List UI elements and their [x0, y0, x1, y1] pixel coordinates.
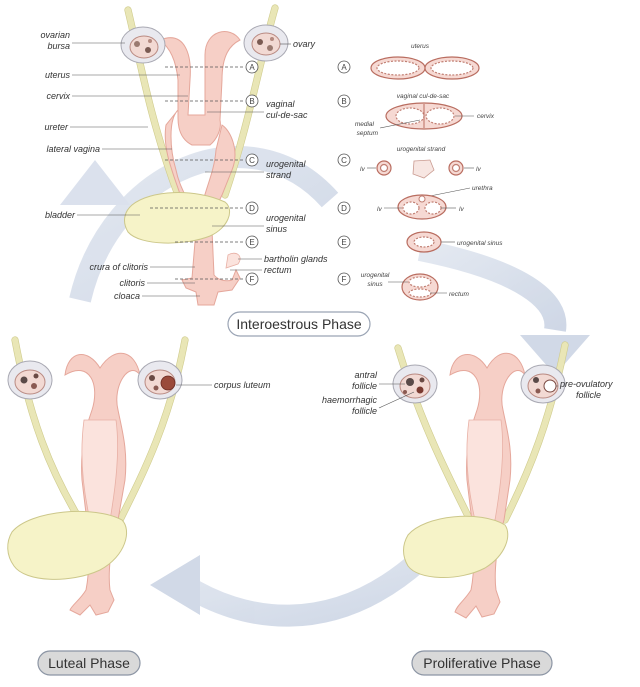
phase-label-luteal: Luteal Phase: [48, 655, 130, 671]
marker-f-tract: F: [250, 275, 255, 284]
label-rectum: rectum: [264, 265, 292, 275]
label-urogenital-strand-2: strand: [266, 170, 292, 180]
label-follicle-haemorrhagic: follicle: [352, 406, 377, 416]
label-uterus: uterus: [45, 70, 71, 80]
phase-label-proliferative: Proliferative Phase: [423, 655, 541, 671]
section-label-medial: medial: [355, 121, 375, 128]
label-follicle-pre-ovulatory: follicle: [576, 390, 601, 400]
label-cloaca: cloaca: [114, 291, 140, 301]
marker-d-tract: D: [249, 204, 255, 213]
label-haemorrhagic: haemorrhagic: [322, 395, 378, 405]
marker-c-section: C: [341, 156, 347, 165]
label-antral: antral: [354, 370, 378, 380]
label-ovarian: ovarian: [40, 30, 70, 40]
label-ureter: ureter: [44, 122, 69, 132]
phase-label-interoestrous: Interoestrous Phase: [236, 316, 362, 332]
label-bladder: bladder: [45, 210, 76, 220]
label-cervix: cervix: [46, 91, 70, 101]
tract-markers: A B C D E F: [245, 60, 259, 286]
label-vaginal: vaginal: [266, 99, 296, 109]
label-urogenital-sinus-2: sinus: [266, 224, 288, 234]
section-label-sinus-f: sinus: [367, 281, 383, 288]
label-urogenital-sinus-1: urogenital: [266, 213, 307, 223]
label-urogenital-strand-1: urogenital: [266, 159, 307, 169]
marker-c-tract: C: [249, 156, 255, 165]
marker-b-section: B: [341, 97, 346, 106]
section-label-lv-c-left: lv: [360, 166, 365, 173]
interoestrous-tract: [120, 4, 289, 306]
phase-pill-proliferative: Proliferative Phase: [411, 650, 553, 676]
phase-pill-interoestrous: Interoestrous Phase: [227, 311, 371, 337]
section-label-urogenital-sinus: urogenital sinus: [457, 240, 503, 247]
section-label-rectum: rectum: [449, 291, 469, 298]
right-labels: ovary vaginal cul-de-sac urogenital stra…: [205, 39, 328, 275]
luteal-labels: corpus luteum: [176, 380, 271, 390]
section-label-cervix: cervix: [477, 113, 495, 120]
cross-sections: A B C D E F uterus vaginal cul-de-sac ce…: [337, 43, 503, 301]
proliferative-tract: [392, 341, 569, 619]
section-label-septum: septum: [357, 130, 379, 137]
label-corpus-luteum: corpus luteum: [214, 380, 271, 390]
section-label-urogenital-f: urogenital: [361, 272, 390, 279]
left-labels: ovarian bursa uterus cervix ureter later…: [40, 30, 200, 301]
luteal-tract: [7, 336, 189, 616]
section-label-lv-c-right: lv: [476, 166, 481, 173]
section-label-urethra: urethra: [472, 185, 493, 192]
label-clitoris: clitoris: [119, 278, 145, 288]
marker-a-section: A: [341, 63, 347, 72]
marker-e-section: E: [341, 238, 346, 247]
section-label-uterus: uterus: [411, 43, 430, 50]
label-crura-of-clitoris: crura of clitoris: [89, 262, 148, 272]
marker-e-tract: E: [249, 238, 254, 247]
section-label-vaginal-cul-de-sac: vaginal cul-de-sac: [397, 93, 450, 100]
marker-a-tract: A: [249, 63, 255, 72]
cycle-arrow-icon: [60, 146, 590, 627]
phase-pill-luteal: Luteal Phase: [37, 650, 141, 676]
label-cul-de-sac: cul-de-sac: [266, 110, 308, 120]
marker-f-section: F: [342, 275, 347, 284]
label-pre-ovulatory: pre-ovulatory: [559, 379, 613, 389]
section-label-lv-d-left: lv: [377, 206, 382, 213]
label-lateral-vagina: lateral vagina: [46, 144, 100, 154]
label-bartholin-glands: bartholin glands: [264, 254, 328, 264]
marker-d-section: D: [341, 204, 347, 213]
label-ovary: ovary: [293, 39, 316, 49]
section-label-lv-d-right: lv: [459, 206, 464, 213]
section-levels: [150, 66, 245, 280]
label-bursa: bursa: [47, 41, 70, 51]
label-follicle-antral: follicle: [352, 381, 377, 391]
proliferative-labels: antral follicle haemorrhagic follicle pr…: [322, 370, 613, 416]
section-label-urogenital-strand: urogenital strand: [397, 146, 446, 153]
marker-b-tract: B: [249, 97, 254, 106]
